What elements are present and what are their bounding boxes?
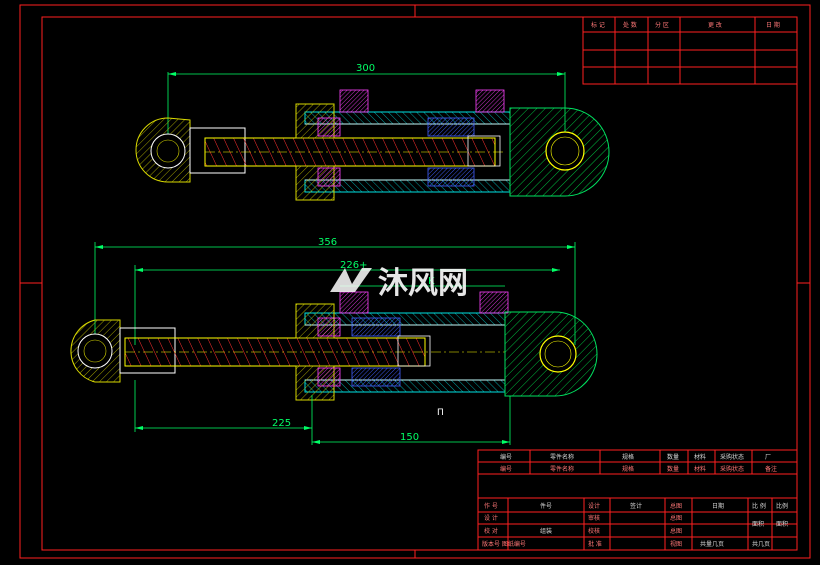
- tb-r1-6: 厂: [765, 454, 771, 461]
- tb-ra-4: 总图: [670, 502, 682, 510]
- tb-ra-3: 签计: [630, 502, 642, 510]
- tb-rc-2: 校核: [588, 527, 600, 535]
- tb-rd-5: 共量几页: [700, 540, 724, 548]
- tb-ra-6: 比 例: [752, 502, 766, 510]
- tb-rc-0: 校 对: [484, 527, 498, 535]
- tb-r2-5: 采购状态: [720, 465, 744, 473]
- tb-r2-1: 零件名称: [550, 465, 574, 473]
- tb-r1-5: 采购状态: [720, 453, 744, 461]
- top-cylinder-assembly: 300: [135, 63, 610, 201]
- tb-rd-0: 版本号 图纸编号: [482, 540, 526, 548]
- dim-bottom-rod: 225: [272, 418, 291, 429]
- tb-rb-4: 总图: [670, 514, 682, 522]
- rev-header-mark: 标 记: [591, 21, 605, 29]
- watermark-text: 沐风网: [378, 266, 468, 301]
- dim-top-length: 300: [356, 63, 375, 74]
- dim-bottom-stroke: 150: [400, 432, 419, 443]
- tb-ra-2: 设计: [588, 502, 600, 510]
- tb-rd-2: 批 准: [588, 540, 602, 548]
- rev-header-change: 更 改: [708, 21, 722, 29]
- tb-r1-3: 数量: [667, 453, 679, 461]
- tb-rb-6: 面积: [752, 520, 764, 528]
- tb-r1-4: 材料: [694, 453, 706, 461]
- tb-rb-7: 面积: [776, 520, 788, 528]
- dim-bottom-inner2: K: [428, 276, 435, 287]
- tb-r1-0: 编号: [500, 453, 512, 461]
- tb-rc-4: 总图: [670, 527, 682, 535]
- tb-ra-7: 比例: [776, 502, 788, 510]
- rev-header-count: 处 数: [623, 21, 637, 29]
- section-mark: П: [437, 408, 444, 418]
- tb-r2-3: 数量: [667, 465, 679, 473]
- tb-r2-6: 备注: [765, 465, 777, 473]
- bottom-cylinder-assembly: 356 226+ K: [70, 237, 598, 445]
- tb-rd-4: 视图: [670, 540, 682, 548]
- title-block: 编号 零件名称 规格 数量 材料 采购状态 厂 编号 零件名称 规格 数量 材料…: [477, 449, 798, 551]
- tb-r2-0: 编号: [500, 465, 512, 473]
- tb-rb-0: 设 计: [484, 514, 498, 522]
- tb-ra-5: 日期: [712, 502, 724, 510]
- tb-r2-2: 规格: [622, 465, 634, 473]
- tb-rd-6: 共几页: [752, 540, 770, 548]
- dim-bottom-total: 356: [318, 237, 337, 248]
- tb-ra-0: 作 号: [484, 502, 498, 510]
- rev-header-zone: 分 区: [655, 21, 669, 29]
- tb-r1-1: 零件名称: [550, 453, 574, 461]
- tb-rc-1: 组装: [540, 527, 552, 535]
- tb-ra-1: 件号: [540, 502, 552, 510]
- tb-r2-4: 材料: [694, 465, 706, 473]
- watermark: 沐风网: [330, 266, 468, 301]
- revision-table: 标 记 处 数 分 区 更 改 日 期: [582, 16, 798, 85]
- tb-rb-2: 审核: [588, 514, 600, 522]
- tb-r1-2: 规格: [622, 453, 634, 461]
- rev-header-date: 日 期: [766, 21, 780, 29]
- drawing-frame: [19, 4, 811, 559]
- watermark-logo-icon: [330, 268, 372, 292]
- dim-bottom-inner: 226+: [340, 260, 367, 271]
